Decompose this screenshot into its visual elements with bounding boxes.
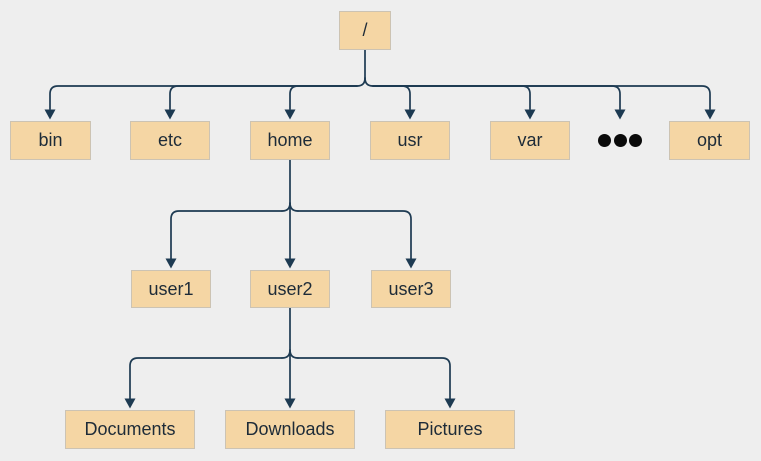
connector-user2-to-folders bbox=[124, 307, 456, 409]
node-home: home bbox=[250, 121, 330, 160]
dot-icon bbox=[598, 134, 611, 147]
node-pictures: Pictures bbox=[385, 410, 515, 449]
node-user3: user3 bbox=[371, 270, 451, 308]
node-bin: bin bbox=[10, 121, 91, 160]
node-var: var bbox=[490, 121, 570, 160]
node-etc: etc bbox=[130, 121, 210, 160]
node-usr: usr bbox=[370, 121, 450, 160]
dot-icon bbox=[613, 134, 627, 147]
ellipsis-icon bbox=[598, 134, 642, 147]
node-downloads: Downloads bbox=[225, 410, 355, 449]
node-user2: user2 bbox=[250, 270, 330, 308]
node-user1: user1 bbox=[131, 270, 211, 308]
connector-home-to-users bbox=[165, 159, 417, 269]
node-opt: opt bbox=[669, 121, 750, 160]
node-documents: Documents bbox=[65, 410, 195, 449]
connector-root-to-dirs bbox=[44, 49, 716, 120]
node-root: / bbox=[339, 11, 391, 50]
dot-icon bbox=[629, 134, 642, 147]
